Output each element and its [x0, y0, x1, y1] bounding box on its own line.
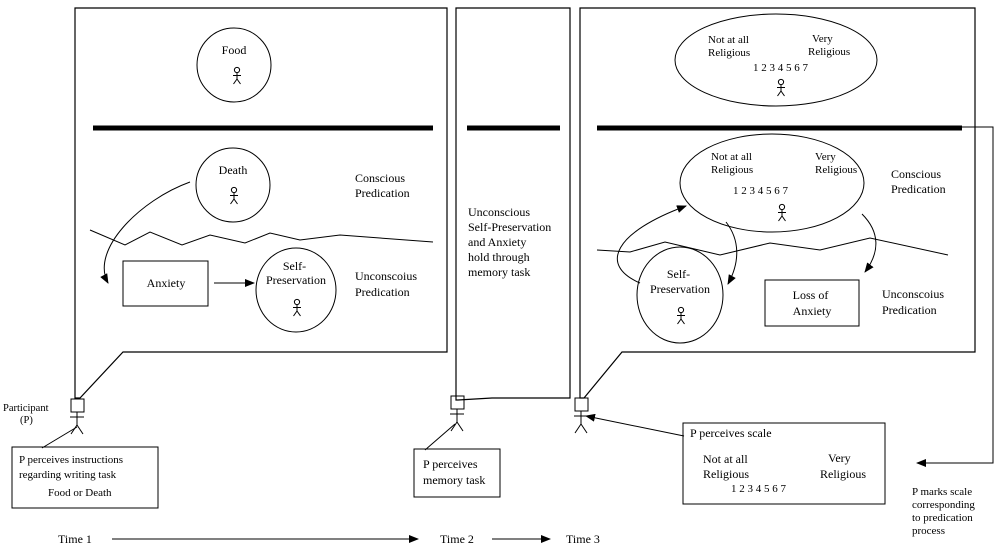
- self-preservation-to-scale-arrow: [616, 205, 687, 284]
- stick-figure-icon: [776, 78, 786, 97]
- svg-text:P perceives instructions: P perceives instructions regarding writi…: [19, 454, 126, 499]
- scale-to-self-preservation-arrow: [725, 221, 738, 285]
- marks-scale-label: P marks scale corresponding to predicati…: [912, 486, 978, 537]
- top-scale-numbers: 1 2 3 4 5 6 7: [753, 62, 809, 74]
- time3-label: Time 3: [566, 532, 600, 546]
- panel3-unconscious-boundary: [596, 237, 949, 256]
- food-label: Food: [222, 43, 247, 57]
- perceives-scale-title: P perceives scale: [690, 426, 772, 440]
- mid-scale-numbers: 1 2 3 4 5 6 7: [733, 185, 789, 197]
- stick-figure-icon: [292, 298, 302, 317]
- timeline: Time 1 Time 2 Time 3: [58, 532, 600, 546]
- panel-time3: Not at all Religious Very Religious 1 2 …: [579, 7, 994, 467]
- mid-scale-right-label: Very Religious: [815, 151, 857, 176]
- panel3-self-preservation-circle: [636, 246, 724, 344]
- panel2-outline: [455, 7, 571, 401]
- top-scale-right-label: Very Religious: [808, 33, 850, 58]
- death-label: Death: [219, 163, 248, 177]
- panel3-conscious-predication-label: Conscious Predication: [891, 167, 946, 196]
- stick-figure-icon: [232, 66, 242, 85]
- stick-figure-icon: [676, 306, 686, 325]
- time2-label: Time 2: [440, 532, 474, 546]
- instructions-box: P perceives instructions regarding writi…: [11, 446, 159, 509]
- perceives-scale-right: Very Religious: [820, 451, 866, 481]
- loss-of-anxiety-label: Loss of Anxiety: [793, 288, 832, 318]
- time1-label: Time 1: [58, 532, 92, 546]
- self-preservation-circle: [255, 247, 337, 333]
- memory-task-box: P perceives memory task: [413, 448, 501, 498]
- perceives-scale-left: Not at all Religious: [703, 452, 751, 481]
- anxiety-label: Anxiety: [147, 276, 186, 290]
- participant-label: Participant (P): [3, 403, 51, 426]
- death-circle: [195, 147, 271, 223]
- stick-figure-icon: [777, 203, 787, 222]
- participant2-pointer: [424, 423, 456, 451]
- panel-time2: Unconscious Self-Preservation and Anxiet…: [455, 7, 571, 401]
- mid-scale-left-label: Not at all Religious: [711, 151, 755, 176]
- loss-of-anxiety-box: [764, 279, 860, 327]
- panel-time1: Food Death Conscious Predication Anxiety…: [74, 7, 448, 399]
- panel3-to-marks-arrow: [916, 126, 994, 467]
- perceives-scale-numbers: 1 2 3 4 5 6 7: [731, 483, 787, 495]
- top-scale-ellipse: [674, 13, 878, 107]
- conscious-predication-label: Conscious Predication: [355, 171, 410, 200]
- death-to-anxiety-arrow: [100, 181, 191, 284]
- panel2-description: Unconscious Self-Preservation and Anxiet…: [468, 205, 554, 279]
- stick-figure-icon: [229, 186, 239, 205]
- panel3-unconscious-predication-label: Unconscoius Predication: [882, 287, 947, 317]
- participant-time1: Participant (P): [3, 398, 85, 449]
- svg-text:P perceives memory task: P perceives memory task: [423, 457, 485, 487]
- panel3-self-preservation-label: Self- Preservation: [650, 267, 710, 296]
- participant-time3: [574, 397, 685, 437]
- participant-head-icon: [70, 398, 85, 413]
- participant-time2: [424, 395, 465, 451]
- participant-head-icon: [574, 397, 589, 412]
- scale-to-loss-of-anxiety-arrow: [861, 213, 877, 273]
- panel1-outline: [74, 7, 448, 399]
- scale-to-participant-arrow: [585, 413, 685, 437]
- panel1-unconscious-boundary: [89, 229, 434, 246]
- participant-head-icon: [450, 395, 465, 410]
- self-preservation-label: Self- Preservation: [266, 259, 326, 287]
- top-scale-left-label: Not at all Religious: [708, 34, 752, 59]
- unconscious-predication-label: Unconscoius Predication: [355, 269, 420, 299]
- participant1-pointer: [41, 426, 78, 449]
- perceives-scale-box: P perceives scale Not at all Religious V…: [682, 422, 886, 505]
- anxiety-box: [122, 260, 209, 307]
- mid-scale-ellipse: [679, 133, 865, 233]
- food-circle: [196, 27, 272, 103]
